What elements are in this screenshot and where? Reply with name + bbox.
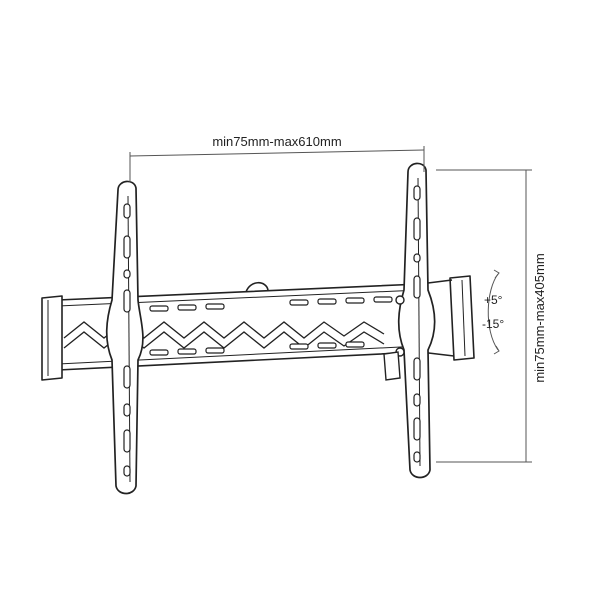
height-dimension-label: min75mm-max405mm	[532, 253, 547, 382]
left-arm-slots	[123, 203, 131, 477]
height-dimension-line	[436, 169, 532, 463]
tilt-up-label: +5°	[484, 293, 503, 307]
right-arm-slots	[413, 185, 421, 463]
right-lock-clips	[383, 295, 405, 381]
width-dimension-line	[129, 146, 425, 182]
tilt-down-label: -15°	[482, 317, 504, 331]
tilt-arc	[487, 269, 500, 355]
wall-plate-slots	[149, 296, 393, 356]
right-vertical-arm	[397, 162, 436, 479]
left-vertical-arm	[105, 180, 144, 495]
width-dimension-label: min75mm-max610mm	[212, 134, 341, 149]
left-end-cap	[41, 295, 63, 381]
